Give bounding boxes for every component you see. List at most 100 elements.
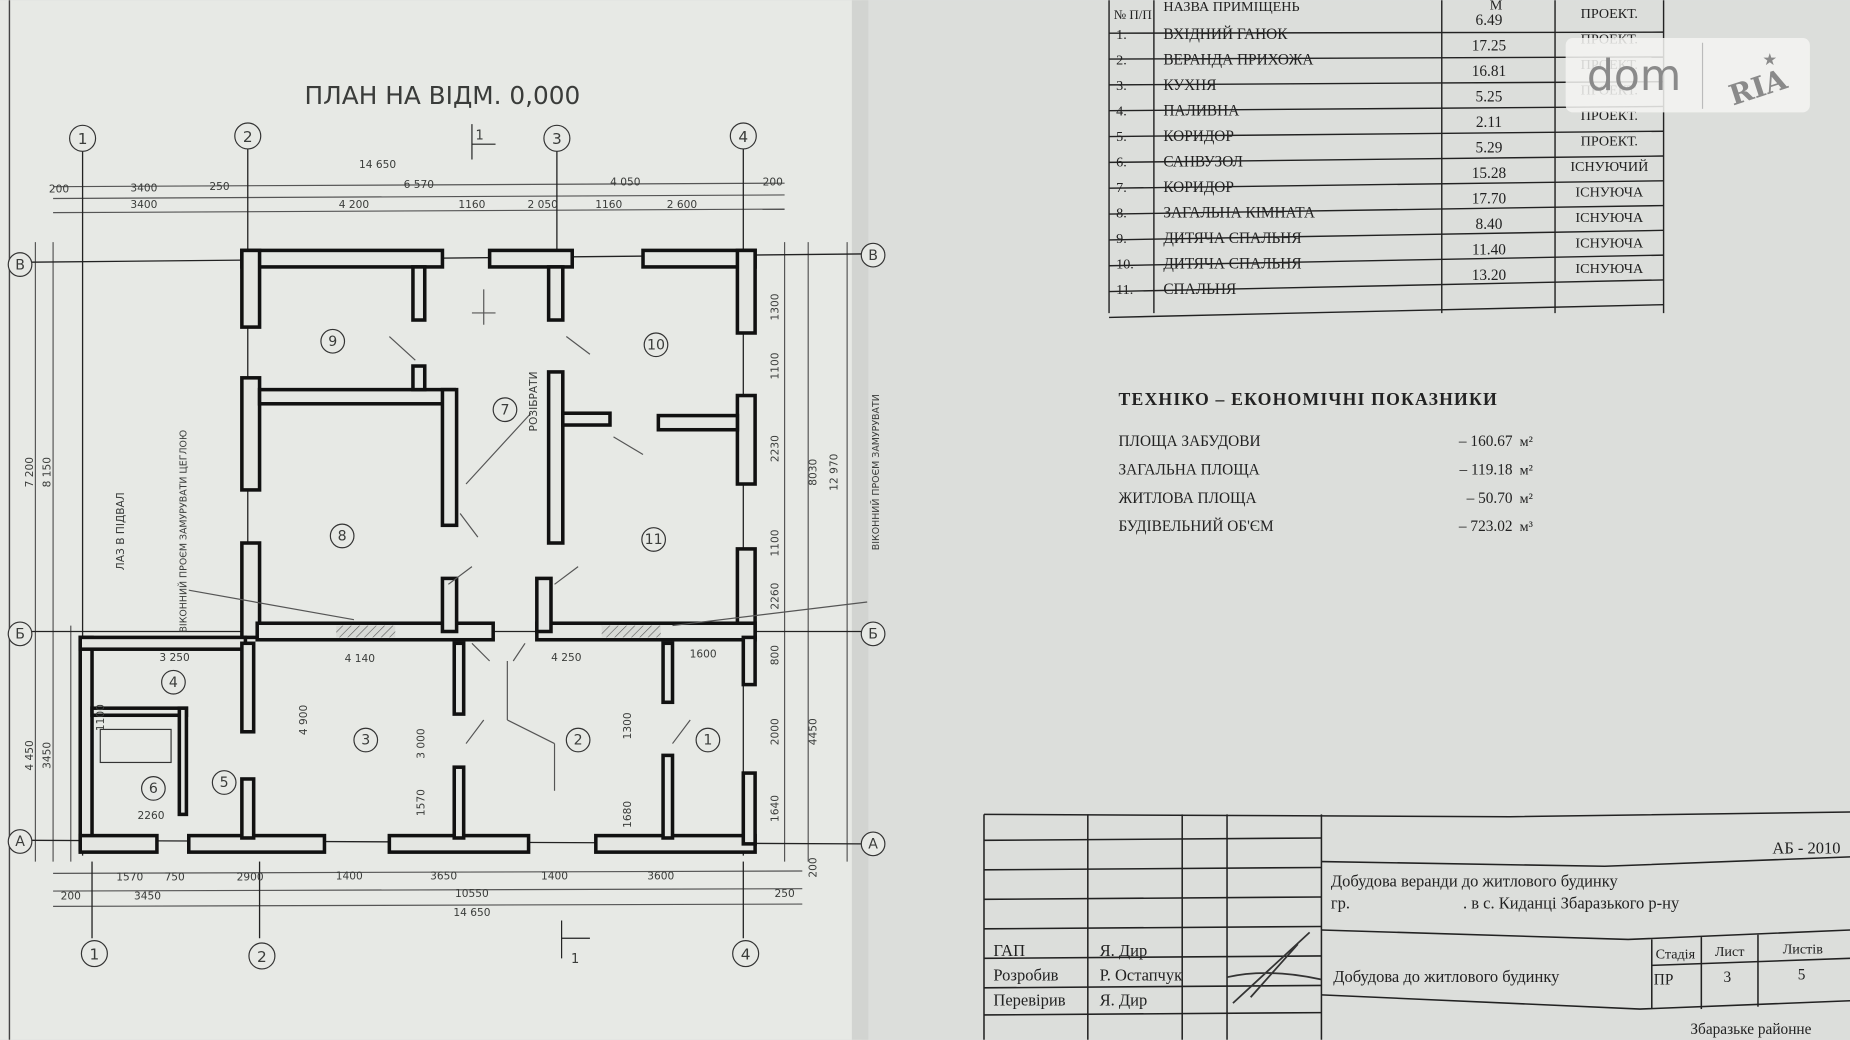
dimension-label: 2 600: [667, 198, 698, 211]
section-label: 1: [571, 952, 579, 967]
section-mark: [561, 920, 590, 959]
dimension-label: 2 050: [528, 198, 559, 211]
room-name: ВХІДНИЙ ГАНОК: [1163, 26, 1288, 43]
room-name: ДИТЯЧА СПАЛЬНЯ: [1163, 256, 1301, 273]
dimension-label: 200: [763, 176, 784, 189]
room-status: ІСНУЮЧА: [1575, 261, 1644, 277]
room-number: 7: [500, 402, 509, 418]
room-marker: [492, 397, 518, 423]
section-mark: [471, 124, 496, 160]
room-marker: [161, 669, 186, 695]
indicator-value: – 119.18: [1458, 462, 1512, 479]
table-header-area: М: [1490, 0, 1503, 14]
table-header-name: НАЗВА ПРИМІЩЕНЬ: [1163, 0, 1299, 15]
axis-marker: [860, 242, 886, 268]
axis-label: 1: [90, 945, 100, 963]
sheets-value: 5: [1798, 967, 1806, 984]
sheet-label: Лист: [1715, 944, 1745, 960]
axis-label: А: [868, 837, 878, 853]
axis-marker: [732, 940, 760, 968]
table-rule: [1109, 31, 1664, 34]
dimension-label: 1100: [94, 704, 107, 731]
axis-marker: [860, 831, 886, 857]
room-area: 17.70: [1472, 190, 1507, 207]
room-number: 3: [361, 733, 370, 749]
room-name: ВЕРАНДА ПРИХОЖА: [1163, 52, 1313, 69]
axis-marker: [860, 621, 886, 647]
table-rule: [1109, 229, 1664, 241]
dimension-label: 800: [769, 645, 782, 666]
dimension-label: 14 650: [359, 158, 396, 171]
row-number: 7.: [1116, 180, 1127, 196]
room-area: 5.25: [1476, 89, 1503, 106]
room-marker: [695, 727, 721, 753]
technical-indicators: ТЕХНІКО – ЕКОНОМІЧНІ ПОКАЗНИКИ ПЛОЩА ЗАБ…: [1118, 389, 1532, 535]
dimension-label: 2230: [769, 435, 782, 462]
dimension-label: 1100: [769, 529, 782, 556]
room-number: 8: [338, 529, 347, 545]
axis-label: Б: [15, 627, 25, 643]
dimension-label: 12 970: [828, 453, 841, 490]
role-name: Р. Остапчук: [1100, 966, 1183, 985]
dimension-label: 3600: [647, 869, 674, 882]
room-status: ІСНУЮЧА: [1575, 184, 1644, 200]
signature: [1226, 931, 1322, 1004]
dimension-label: 250: [209, 180, 230, 193]
dimension-label: 200: [61, 889, 82, 902]
dimension-label: 6 570: [404, 178, 435, 191]
room-status: ПРОЕКТ.: [1581, 133, 1638, 149]
room-name: ЗАГАЛЬНА КІМНАТА: [1163, 205, 1315, 222]
room-number: 11: [645, 532, 663, 548]
axis-marker: [729, 122, 757, 150]
axis-marker: [7, 829, 33, 854]
dimension-label: 4 050: [610, 176, 641, 189]
room-area: 6.49: [1476, 12, 1503, 29]
dimension-label: 3 250: [159, 651, 190, 664]
dimension-label: 7 200: [23, 457, 36, 488]
room-marker: [565, 727, 591, 753]
dimension-label: 2260: [138, 809, 165, 822]
indicators-title: ТЕХНІКО – ЕКОНОМІЧНІ ПОКАЗНИКИ: [1118, 389, 1497, 409]
axis-label: 1: [78, 130, 88, 148]
dimension-label: 2000: [769, 718, 782, 745]
dimension-label: 3400: [130, 181, 157, 194]
axis-marker: [7, 621, 33, 647]
indicator-unit: м²: [1520, 463, 1533, 479]
table-rule: [1109, 279, 1664, 293]
row-number: 5.: [1116, 129, 1127, 145]
title-block: АБ - 2010 Добудова веранди до житлового …: [983, 811, 1850, 1040]
room-area: 5.29: [1476, 139, 1503, 156]
room-number: 5: [220, 775, 229, 791]
note-demolish: РОЗІБРАТИ: [527, 371, 540, 431]
axis-label: В: [868, 248, 878, 264]
room-name: КОРИДОР: [1163, 128, 1234, 145]
room-marker: [140, 776, 166, 801]
table-rule: [1109, 303, 1664, 319]
dimension-label: 10550: [455, 887, 489, 900]
row-number: 8.: [1116, 206, 1127, 222]
indicator-label: ЖИТЛОВА ПЛОЩА: [1118, 490, 1256, 507]
drawing-code: АБ - 2010: [1772, 838, 1840, 857]
dimension-label: 1400: [336, 869, 363, 882]
project-title: Добудова веранди до житлового будинку: [1331, 871, 1619, 890]
room-name: ДИТЯЧА СПАЛЬНЯ: [1163, 230, 1301, 247]
dimension-label: 4 200: [339, 198, 370, 211]
room-area: 17.25: [1472, 38, 1507, 55]
room-area: 11.40: [1472, 241, 1506, 258]
row-number: 4.: [1116, 104, 1127, 120]
page-fold: [851, 0, 869, 1040]
organization: Збаразьке районне: [1690, 1021, 1811, 1038]
dimension-label: 1570: [415, 789, 428, 816]
dimension-label: 1640: [769, 795, 782, 822]
axis-marker: [69, 124, 97, 152]
room-status: ІСНУЮЧИЙ: [1570, 158, 1648, 175]
dimension-label: 1300: [769, 293, 782, 320]
axis-marker: [248, 942, 276, 970]
room-marker: [320, 328, 346, 354]
axis-label: В: [15, 257, 25, 273]
